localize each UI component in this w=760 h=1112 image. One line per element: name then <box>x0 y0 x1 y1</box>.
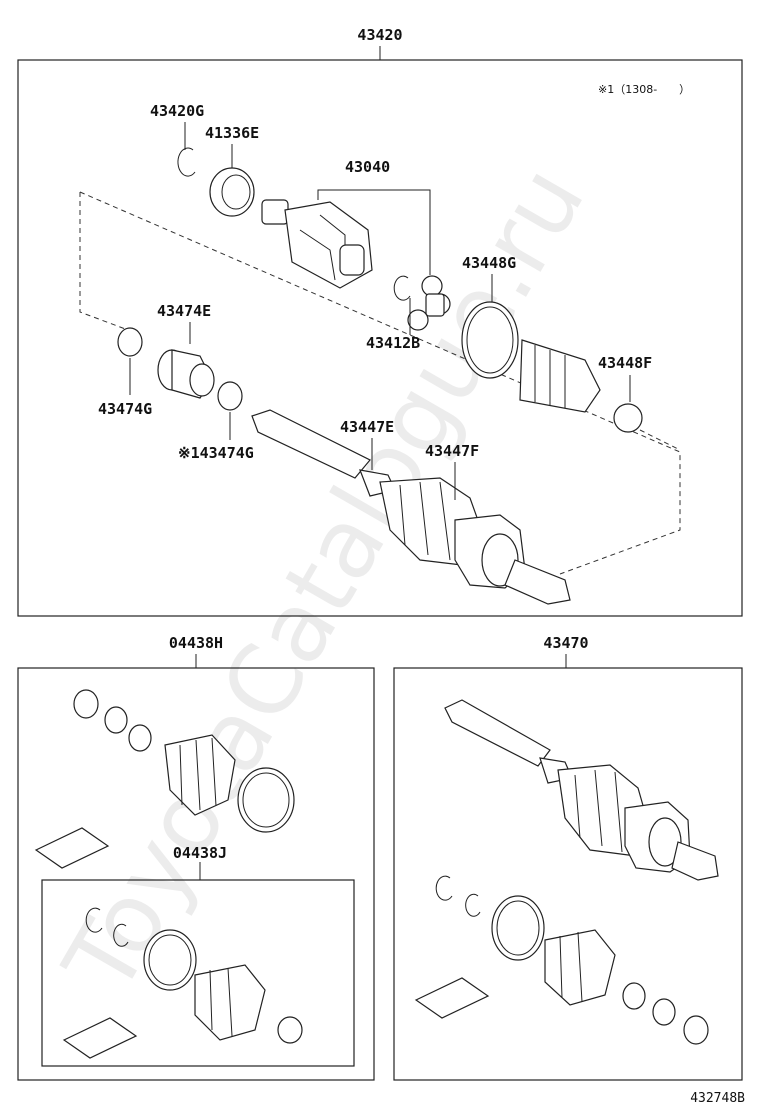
label-04438J[interactable]: 04438J <box>173 844 227 862</box>
group-04438H: 04438H 04438J <box>17 634 375 1081</box>
label-43447E[interactable]: 43447E <box>340 418 394 436</box>
housing-43040 <box>261 199 373 289</box>
label-43447F[interactable]: 43447F <box>425 442 479 460</box>
label-43420[interactable]: 43420 <box>357 26 402 44</box>
label-43412B[interactable]: 43412B <box>366 334 420 352</box>
label-43420G[interactable]: 43420G <box>150 102 204 120</box>
label-43474G-note[interactable]: ※143474G <box>178 444 254 462</box>
boot-04438H <box>164 734 236 816</box>
dash-region <box>79 191 681 575</box>
label-41336E[interactable]: 41336E <box>205 124 259 142</box>
clamp-43448F <box>613 403 643 433</box>
group-43470: 43470 <box>393 634 743 1081</box>
label-04438H[interactable]: 04438H <box>169 634 223 652</box>
note-1308: ※1（1308- ） <box>598 83 690 96</box>
clamp-43448G <box>461 301 519 379</box>
clamp-43474G-note <box>217 381 243 411</box>
boot-inner <box>519 339 601 413</box>
shaft-43470 <box>444 699 719 881</box>
diagram-code: 432748B <box>690 1091 745 1106</box>
seal-41336E <box>209 167 255 217</box>
shaft-43420 <box>251 409 571 605</box>
frame-04438J <box>41 879 355 1067</box>
tripod-43040 <box>407 275 451 331</box>
frame-43470 <box>393 667 743 1081</box>
snapring-43412B <box>393 275 411 301</box>
group-43420: 43420 ※1（1308- ） 43420G 41336E 43040 <box>17 26 743 617</box>
label-43474E[interactable]: 43474E <box>157 302 211 320</box>
label-43470[interactable]: 43470 <box>543 634 588 652</box>
circlip-43420G <box>177 147 196 177</box>
label-43448F[interactable]: 43448F <box>598 354 652 372</box>
label-43474G-left[interactable]: 43474G <box>98 400 152 418</box>
clamp-43474G-left <box>117 327 143 357</box>
label-43040[interactable]: 43040 <box>345 158 390 176</box>
label-43448G[interactable]: 43448G <box>462 254 516 272</box>
damper-43474E <box>157 349 215 399</box>
grease-04438H <box>34 827 110 869</box>
